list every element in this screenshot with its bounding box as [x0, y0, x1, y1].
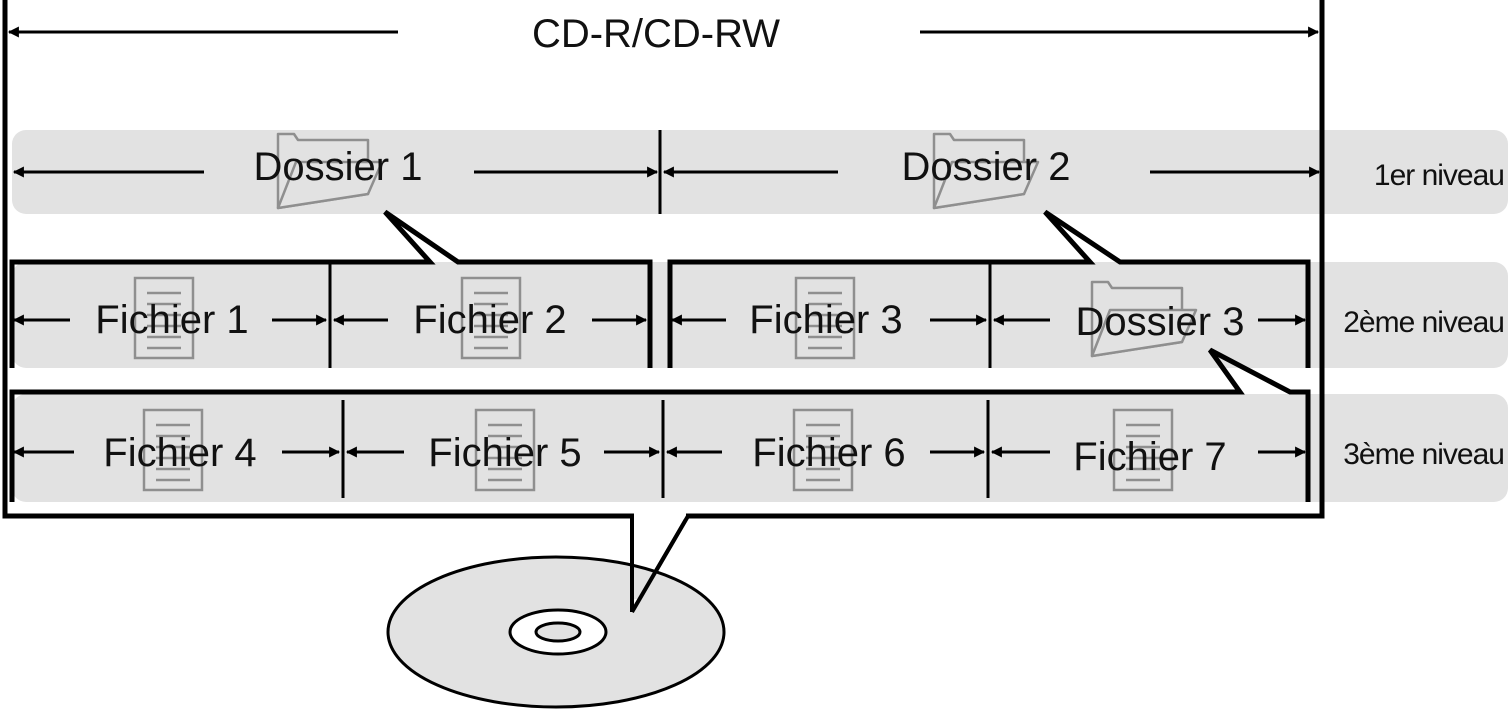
level-label-2: 2ème niveau [1343, 306, 1504, 339]
dossier-2-contents-outline [667, 209, 1311, 368]
dossier-1-contents-outline [9, 209, 653, 368]
level-label-3: 3ème niveau [1343, 438, 1504, 471]
file-label-fichier-2: Fichier 2 [413, 298, 566, 342]
file-label-fichier-5: Fichier 5 [428, 431, 581, 475]
file-label-fichier-3: Fichier 3 [749, 298, 902, 342]
folder-label-dossier-1: Dossier 1 [254, 145, 423, 189]
folder-label-dossier-2: Dossier 2 [902, 145, 1071, 189]
cd-disc-icon [386, 555, 726, 709]
level-label-1: 1er niveau [1374, 159, 1504, 192]
file-label-fichier-7: Fichier 7 [1073, 435, 1226, 479]
dossier-3-contents-outline [9, 347, 1311, 502]
file-label-fichier-4: Fichier 4 [103, 431, 256, 475]
file-label-fichier-6: Fichier 6 [752, 431, 905, 475]
file-label-fichier-1: Fichier 1 [95, 298, 248, 342]
folder-label-dossier-3: Dossier 3 [1076, 300, 1245, 344]
diagram-title: CD-R/CD-RW [532, 12, 780, 56]
